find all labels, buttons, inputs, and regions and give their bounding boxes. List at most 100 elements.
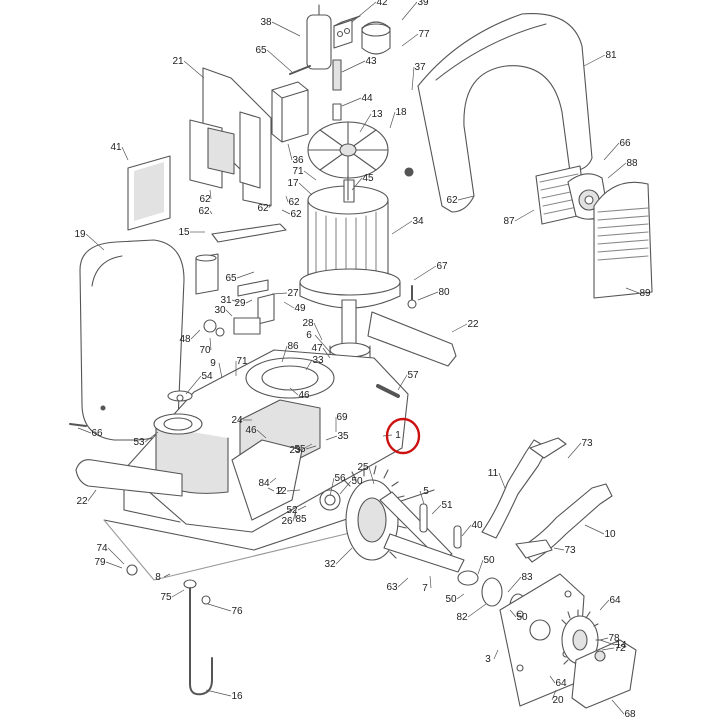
- leader-line-62: [268, 203, 271, 209]
- base-plate-bar-22: [367, 311, 457, 367]
- leader-line-22: [87, 489, 97, 502]
- leader-line-65: [266, 49, 293, 73]
- pinion-guard-78: [571, 639, 637, 709]
- callout-62: 62: [199, 194, 211, 205]
- callout-27: 27: [287, 288, 299, 299]
- callout-32: 32: [324, 559, 336, 570]
- callout-67: 67: [436, 261, 448, 272]
- leader-line-23: [300, 443, 313, 451]
- callout-9: 9: [210, 358, 216, 369]
- leader-line-12: [286, 489, 301, 492]
- leader-line-47: [322, 347, 331, 359]
- cooling-fan-part: [307, 121, 389, 179]
- callout-56: 56: [334, 473, 346, 484]
- pinion-gear-14: [561, 609, 603, 671]
- callout-46: 46: [298, 390, 310, 401]
- leader-line-62: [457, 195, 475, 201]
- callout-71: 71: [292, 166, 304, 177]
- callout-48: 48: [179, 334, 191, 345]
- callout-89: 89: [639, 288, 651, 299]
- leader-line-62: [209, 189, 212, 200]
- leader-line-14: [599, 639, 616, 646]
- callout-84: 84: [258, 478, 270, 489]
- leader-line-57: [397, 374, 408, 391]
- leader-line-85: [294, 509, 297, 520]
- leader-lines: [77, 1, 640, 715]
- callout-83: 83: [521, 572, 533, 583]
- callout-62: 62: [290, 209, 302, 220]
- parts-drawing: [69, 4, 653, 709]
- leader-line-27: [271, 292, 288, 295]
- callout-22: 22: [76, 496, 88, 507]
- callout-19: 19: [74, 229, 86, 240]
- leader-line-76: [207, 603, 232, 612]
- pin-57: [376, 384, 400, 398]
- callout-26: 26: [281, 516, 293, 527]
- callout-44: 44: [361, 93, 373, 104]
- leader-line-82: [467, 603, 487, 618]
- leader-line-36: [287, 143, 293, 161]
- callout-64: 64: [555, 678, 567, 689]
- leader-line-5: [419, 490, 425, 505]
- callout-66: 66: [91, 428, 103, 439]
- leader-line-35: [325, 435, 338, 441]
- leader-line-75: [171, 589, 185, 598]
- callout-18: 18: [395, 107, 407, 118]
- callout-64: 64: [609, 595, 621, 606]
- callout-70: 70: [199, 345, 211, 356]
- callout-20: 20: [552, 695, 564, 706]
- callout-25: 25: [357, 462, 369, 473]
- fuse-part: [332, 103, 342, 121]
- pin-40: [453, 525, 462, 549]
- callout-12: 12: [275, 486, 287, 497]
- callout-53: 53: [133, 437, 145, 448]
- leader-line-46: [256, 429, 267, 439]
- leader-line-65: [236, 271, 255, 279]
- nut-76: [201, 595, 211, 605]
- callout-66: 66: [619, 138, 631, 149]
- callout-13: 13: [371, 109, 383, 120]
- leader-line-11: [498, 472, 506, 489]
- leader-line-77: [401, 33, 419, 47]
- leader-line-73: [567, 442, 582, 459]
- callout-74: 74: [96, 543, 108, 554]
- leader-line-20: [551, 689, 557, 701]
- callout-80: 80: [438, 287, 450, 298]
- callout-41: 41: [110, 142, 122, 153]
- leader-line-79: [105, 561, 123, 569]
- leader-line-32: [335, 547, 353, 565]
- leader-line-50: [339, 480, 352, 495]
- leader-line-80: [417, 291, 439, 301]
- callout-77: 77: [418, 29, 430, 40]
- leader-line-16: [205, 689, 232, 697]
- leader-line-64: [549, 675, 556, 684]
- leader-line-30: [225, 309, 233, 317]
- callout-5: 5: [423, 486, 429, 497]
- callout-31: 31: [220, 295, 232, 306]
- release-lever-10: [515, 483, 613, 563]
- callout-10: 10: [604, 529, 616, 540]
- callout-24: 24: [231, 415, 243, 426]
- leader-line-50: [509, 609, 517, 618]
- callout-88: 88: [626, 158, 638, 169]
- callout-87: 87: [503, 216, 515, 227]
- vent-cover-89: [593, 181, 653, 299]
- terminal-block-part: [333, 15, 361, 49]
- callout-34: 34: [412, 216, 424, 227]
- callout-86: 86: [287, 341, 299, 352]
- leader-line-70: [209, 337, 212, 351]
- callout-50: 50: [516, 612, 528, 623]
- callout-57: 57: [407, 370, 419, 381]
- leader-line-62: [209, 210, 213, 215]
- callout-55: 55: [294, 444, 306, 455]
- callout-29: 29: [234, 298, 246, 309]
- leader-line-52: [297, 505, 307, 511]
- leader-line-89: [625, 287, 640, 294]
- transformer-part: [271, 81, 309, 143]
- leader-line-3: [493, 649, 499, 660]
- leader-line-62: [281, 209, 291, 215]
- callout-73: 73: [581, 438, 593, 449]
- leader-line-73: [553, 547, 565, 551]
